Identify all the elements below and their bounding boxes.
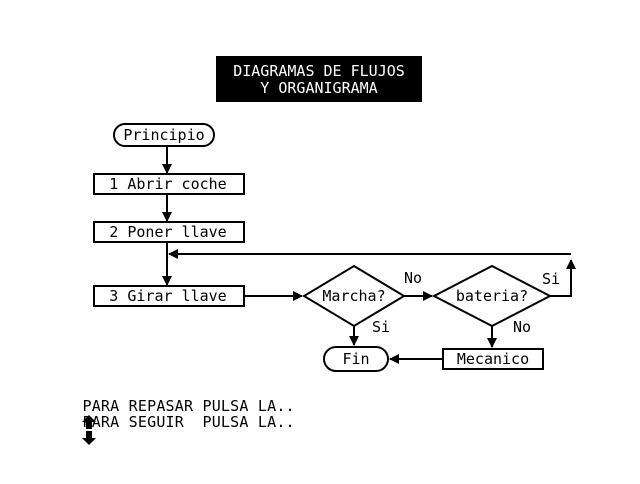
down-arrow-icon[interactable] bbox=[82, 431, 97, 445]
end-label: Fin bbox=[342, 350, 369, 368]
mecanico-label: Mecanico bbox=[457, 350, 529, 368]
start-label: Principio bbox=[123, 126, 204, 144]
step-3-box: 3 Girar llave bbox=[93, 285, 245, 307]
mecanico-box: Mecanico bbox=[442, 348, 544, 370]
label-marcha-no: No bbox=[404, 269, 422, 287]
decision-marcha: Marcha? bbox=[302, 264, 406, 328]
hint-seguir: PARA SEGUIR PULSA LA.. bbox=[64, 398, 295, 446]
hint-seguir-text: PARA SEGUIR PULSA LA.. bbox=[82, 413, 295, 431]
up-arrow-icon[interactable] bbox=[82, 415, 97, 429]
step-2-label: 2 Poner llave bbox=[109, 223, 226, 241]
end-node: Fin bbox=[323, 346, 389, 372]
label-bateria-si: Si bbox=[542, 270, 560, 288]
arrow-bateria-si-up bbox=[550, 259, 576, 297]
decision-bateria-label: bateria? bbox=[456, 287, 528, 305]
step-3-label: 3 Girar llave bbox=[109, 287, 226, 305]
title-line-1: DIAGRAMAS DE FLUJOS bbox=[233, 62, 405, 80]
start-node: Principio bbox=[113, 123, 215, 147]
step-1-label: 1 Abrir coche bbox=[109, 175, 226, 193]
connectors bbox=[162, 146, 576, 364]
step-2-box: 2 Poner llave bbox=[93, 221, 245, 243]
hint-repasar-text: PARA REPASAR PULSA LA.. bbox=[82, 397, 295, 415]
decision-marcha-label: Marcha? bbox=[322, 287, 385, 305]
decision-bateria: bateria? bbox=[431, 264, 553, 328]
title-line-2: Y ORGANIGRAMA bbox=[260, 79, 377, 97]
hint-repasar: PARA REPASAR PULSA LA.. bbox=[64, 382, 295, 430]
title-block: DIAGRAMAS DE FLUJOS Y ORGANIGRAMA bbox=[216, 56, 422, 102]
label-marcha-si: Si bbox=[372, 318, 390, 336]
label-bateria-no: No bbox=[513, 318, 531, 336]
step-1-box: 1 Abrir coche bbox=[93, 173, 245, 195]
